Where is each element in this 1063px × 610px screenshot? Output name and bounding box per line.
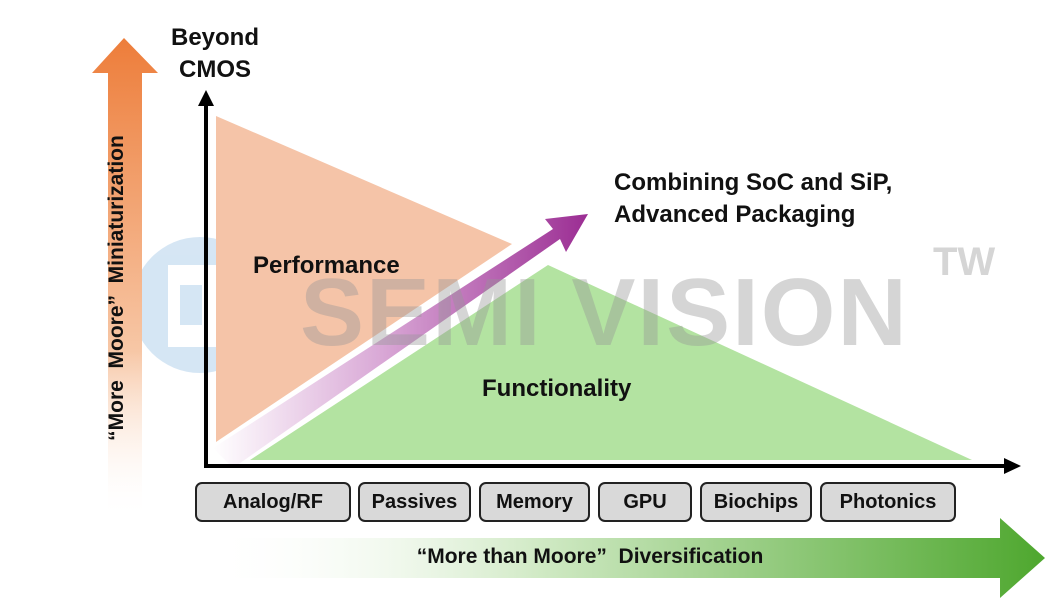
y-axis [198, 90, 214, 466]
category-passives: Passives [358, 482, 471, 522]
y-axis-label: Beyond CMOS [165, 22, 265, 86]
advanced-packaging-label-line1: Combining SoC and SiP, [614, 169, 893, 196]
watermark-text: SEMI VISION [300, 259, 909, 366]
performance-region [216, 116, 512, 442]
more-than-moore-arrow [210, 518, 1045, 598]
category-biochips: Biochips [700, 482, 812, 522]
advanced-packaging-label-line2: Advanced Packaging [614, 201, 856, 228]
more-than-moore-label: “More than Moore” Diversification [416, 545, 764, 568]
more-moore-label: “More Moore” Miniaturization [105, 135, 128, 441]
x-axis [204, 458, 1021, 474]
y-axis-label-line1: Beyond [170, 24, 259, 51]
y-axis-label-line2: CMOS [179, 56, 251, 83]
more-moore-arrow [92, 38, 158, 520]
category-gpu: GPU [598, 482, 692, 522]
category-photonics: Photonics [820, 482, 956, 522]
advanced-packaging-label: Combining SoC and SiP, Advanced Packagin… [614, 167, 892, 231]
watermark-trademark: TW [933, 240, 996, 284]
advanced-packaging-arrow [213, 214, 588, 468]
functionality-region [250, 265, 972, 460]
category-analog-rf: Analog/RF [195, 482, 351, 522]
category-memory: Memory [479, 482, 590, 522]
functionality-label: Functionality [482, 375, 632, 402]
performance-label: Performance [253, 252, 400, 279]
